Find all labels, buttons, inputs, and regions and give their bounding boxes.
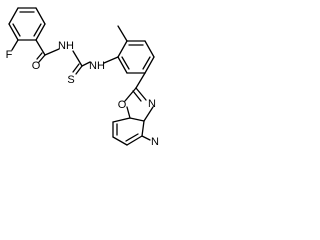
oxazole-nitrogen-label: N — [148, 98, 156, 110]
thiourea-nh-label: NH — [89, 60, 105, 72]
chemical-structure: F O NH S NH N O N — [6, 7, 159, 148]
pyridine-nitrogen-label: N — [151, 136, 159, 148]
carbonyl-oxygen-label: O — [32, 60, 41, 72]
thione-sulfur-label: S — [67, 74, 74, 86]
fluorine-label: F — [6, 49, 13, 61]
atom-labels: F O NH S NH N O N — [6, 40, 159, 148]
oxazole-oxygen-label: O — [118, 99, 127, 111]
amide-nh-label: NH — [58, 40, 74, 52]
bond-lines — [8, 7, 155, 146]
